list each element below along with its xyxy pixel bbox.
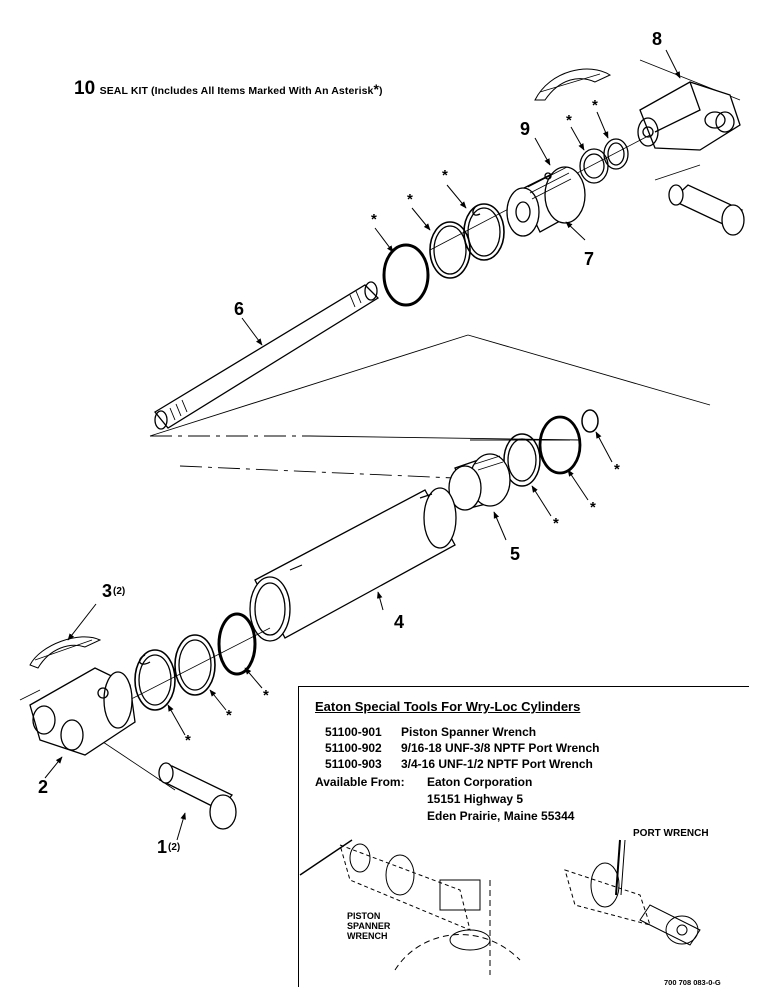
address-line: Eden Prairie, Maine 55344	[427, 809, 575, 823]
tool-description: Piston Spanner Wrench	[401, 725, 537, 739]
seal-kit-text: SEAL KIT (Includes All Items Marked With…	[99, 85, 374, 97]
tool-row: 51100-903 3/4-16 UNF-1/2 NPTF Port Wrench	[325, 757, 593, 771]
port-wrench-illustration	[564, 839, 701, 946]
callout-1-qty: (2)	[168, 842, 181, 853]
callout-8: 8	[652, 29, 663, 49]
address-line: 15151 Highway 5	[427, 792, 524, 806]
callout-7: 7	[584, 249, 595, 269]
clevis-pin-top	[668, 184, 745, 236]
seal-kit-note: 10 SEAL KIT (Includes All Items Marked W…	[74, 78, 383, 100]
rod-clevis	[637, 81, 741, 151]
callout-9: 9	[520, 119, 531, 139]
port-wrench-label: PORT WRENCH	[633, 828, 709, 839]
asterisk-mark: *	[590, 499, 596, 516]
asterisk-mark: *	[263, 687, 269, 704]
asterisk-mark: *	[371, 211, 377, 228]
gland	[506, 166, 586, 237]
tool-row: 51100-902 9/16-18 UNF-3/8 NPTF Port Wrenc…	[325, 741, 600, 755]
seal-kit-number: 10	[74, 78, 96, 99]
tool-description: 3/4-16 UNF-1/2 NPTF Port Wrench	[401, 757, 593, 771]
asterisk-mark: *	[226, 707, 232, 724]
tool-row: 51100-901 Piston Spanner Wrench	[325, 725, 536, 739]
callout-3-qty: (2)	[113, 586, 126, 597]
callout-4: 4	[394, 612, 405, 632]
asterisk-mark: *	[553, 515, 559, 532]
tool-part-number: 51100-901	[325, 725, 382, 739]
tools-box-title: Eaton Special Tools For Wry-Loc Cylinder…	[315, 699, 581, 714]
callout-2: 2	[38, 777, 49, 797]
piston-wrench-label-line: SPANNER	[347, 921, 391, 931]
callout-5: 5	[510, 544, 521, 564]
asterisk-mark: *	[407, 191, 413, 208]
address-line: Eaton Corporation	[427, 775, 533, 789]
seal-kit-close: )	[379, 85, 383, 97]
tool-description: 9/16-18 UNF-3/8 NPTF Port Wrench	[401, 741, 600, 755]
special-tools-box: Eaton Special Tools For Wry-Loc Cylinder…	[298, 686, 749, 987]
tool-part-number: 51100-902	[325, 741, 382, 755]
piston-wrench-illustration	[299, 839, 521, 975]
piston-wrench-label-line: WRENCH	[347, 931, 388, 941]
callout-1: 1(2)	[157, 838, 180, 856]
base-clevis	[29, 667, 136, 756]
asterisk-mark: *	[566, 112, 572, 129]
piston	[448, 453, 511, 511]
cylinder-barrel	[249, 487, 457, 642]
drawing-number: 700 708 083-0-G	[664, 978, 721, 987]
asterisk-mark: *	[185, 732, 191, 749]
available-from-label: Available From:	[315, 775, 405, 789]
callout-3-number: 3	[102, 581, 113, 601]
callout-6: 6	[234, 299, 245, 319]
asterisk-mark: *	[614, 461, 620, 478]
callout-3: 3(2)	[102, 582, 125, 600]
seal-kit-asterisk: *	[373, 81, 380, 97]
piston-wrench-label-line: PISTON	[347, 911, 381, 921]
clevis-pin-bottom	[158, 762, 237, 830]
piston-rod	[154, 281, 380, 430]
asterisk-mark: *	[442, 167, 448, 184]
callout-1-number: 1	[157, 837, 168, 857]
asterisk-mark: *	[592, 97, 598, 114]
tool-part-number: 51100-903	[325, 757, 382, 771]
